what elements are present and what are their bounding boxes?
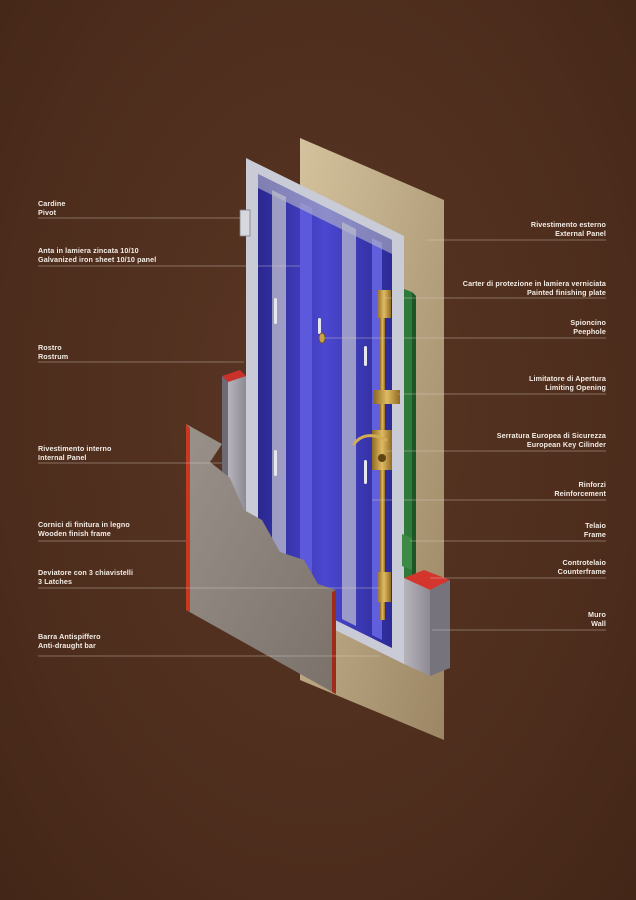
label-galvanized-panel: Anta in lamiera zincata 10/10 Galvanized…	[38, 246, 156, 264]
limiting-opening	[374, 390, 400, 404]
lock-body-bottom	[377, 572, 391, 602]
label-peephole-it: Spioncino	[570, 318, 606, 327]
label-external-panel-it: Rivestimento esterno	[530, 220, 606, 229]
label-internal-panel: Rivestimento interno Internal Panel	[38, 444, 112, 462]
label-wooden-frame-en: Wooden finish frame	[38, 529, 111, 539]
slot-4	[274, 450, 277, 476]
label-wooden-frame-it: Cornici di finitura in legno	[38, 520, 130, 529]
label-external-panel: Rivestimento esterno External Panel	[531, 220, 606, 238]
label-reinforcement-en: Reinforcement	[554, 489, 606, 499]
label-counterframe-it: Controtelaio	[562, 558, 606, 567]
label-latches: Deviatore con 3 chiavistelli 3 Latches	[38, 568, 133, 586]
label-peephole: Spioncino Peephole	[570, 318, 606, 336]
label-internal-panel-en: Internal Panel	[38, 453, 87, 463]
label-limiting-opening-it: Limitatore di Apertura	[528, 374, 606, 383]
label-frame: Telaio Frame	[584, 521, 606, 539]
label-limiting-opening: Limitatore di Apertura Limiting Opening	[529, 374, 606, 392]
reinforcement-rib-2	[300, 202, 312, 612]
slot-2	[318, 318, 321, 334]
label-internal-panel-it: Rivestimento interno	[38, 444, 112, 453]
wall-right-front	[430, 580, 450, 676]
wood-frame-bottom	[332, 590, 336, 694]
label-reinforcement: Rinforzi Reinforcement	[554, 480, 606, 498]
label-external-panel-en: External Panel	[555, 229, 606, 239]
label-wall: Muro Wall	[588, 610, 606, 628]
label-peephole-en: Peephole	[573, 327, 606, 337]
label-counterframe-en: Counterframe	[557, 567, 606, 577]
slot-1	[274, 298, 277, 324]
label-wall-en: Wall	[591, 619, 606, 629]
label-reinforcement-it: Rinforzi	[578, 480, 606, 489]
label-galvanized-panel-it: Anta in lamiera zincata 10/10	[38, 246, 139, 255]
label-frame-en: Frame	[583, 530, 606, 540]
top-bar	[258, 174, 392, 254]
label-latches-it: Deviatore con 3 chiavistelli	[38, 568, 134, 577]
label-rostrum-it: Rostro	[38, 343, 62, 352]
reinforcement-rib-3	[342, 222, 356, 626]
counterframe-red	[404, 570, 450, 590]
label-galvanized-panel-en: Galvanized iron sheet 10/10 panel	[38, 255, 157, 265]
lock-body-top	[377, 290, 391, 318]
peephole	[318, 332, 326, 344]
wood-frame-edge	[186, 424, 190, 612]
label-limiting-opening-en: Limiting Opening	[545, 383, 606, 393]
internal-panel	[186, 424, 336, 694]
wall-right-side	[404, 578, 430, 676]
label-key-cylinder: Serratura Europea di Sicurezza European …	[497, 431, 606, 449]
slot-5	[364, 460, 367, 484]
label-rostrum-en: Rostrum	[38, 352, 69, 362]
frame-hook	[402, 534, 412, 570]
pivot-hinge	[239, 209, 251, 237]
frame-green-edge	[412, 292, 416, 588]
door-blue-sheet	[258, 174, 392, 648]
reinforcement-rib-1	[272, 190, 286, 596]
label-counterframe: Controtelaio Counterframe	[558, 558, 606, 576]
handle	[352, 434, 388, 446]
label-wooden-frame: Cornici di finitura in legno Wooden fini…	[38, 520, 130, 538]
label-anti-draught-bar-en: Anti-draught bar	[38, 641, 96, 651]
label-finishing-plate: Carter di protezione in lamiera vernicia…	[463, 279, 606, 297]
label-key-cylinder-en: European Key Cilinder	[526, 440, 606, 450]
label-finishing-plate-en: Painted finishing plate	[527, 288, 606, 298]
label-wall-it: Muro	[588, 610, 606, 619]
label-frame-it: Telaio	[585, 521, 606, 530]
label-key-cylinder-it: Serratura Europea di Sicurezza	[496, 431, 606, 440]
label-pivot-en: Pivot	[38, 208, 57, 218]
label-pivot: Cardine Pivot	[38, 199, 65, 217]
slot-3	[364, 346, 367, 366]
key-cylinder	[378, 454, 386, 462]
label-finishing-plate-it: Carter di protezione in lamiera vernicia…	[462, 279, 606, 288]
label-anti-draught-bar-it: Barra Antispiffero	[38, 632, 101, 641]
wall-left-top	[222, 370, 246, 382]
label-latches-en: 3 Latches	[38, 577, 73, 587]
label-anti-draught-bar: Barra Antispiffero Anti-draught bar	[38, 632, 101, 650]
label-pivot-it: Cardine	[38, 199, 66, 208]
label-rostrum: Rostro Rostrum	[38, 343, 68, 361]
